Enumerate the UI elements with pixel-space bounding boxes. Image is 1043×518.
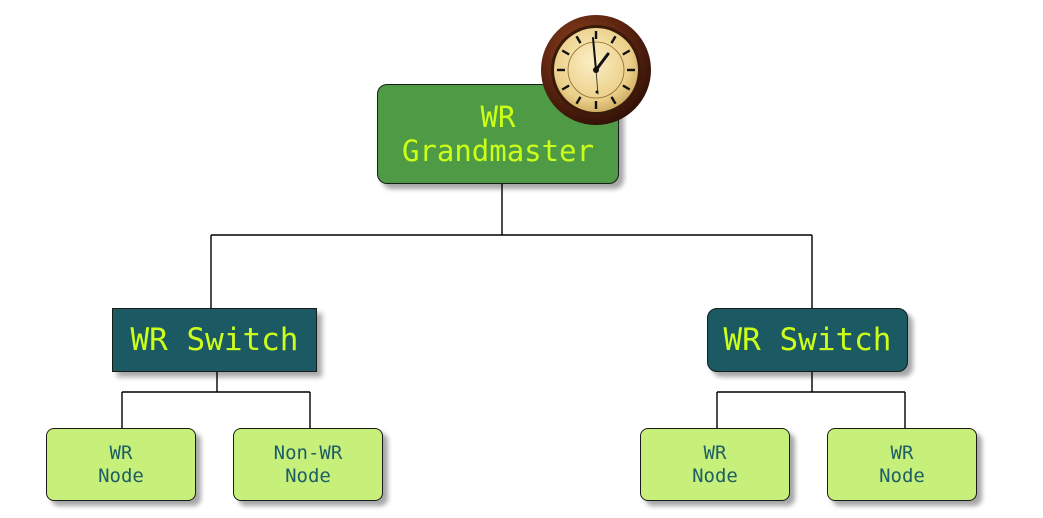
non-wr-node: Non-WR Node xyxy=(233,428,383,501)
wr-node-4: WR Node xyxy=(827,428,977,501)
switch-left-label: WR Switch xyxy=(130,321,299,358)
switch-right-label: WR Switch xyxy=(723,321,892,358)
node-3-line2: Node xyxy=(692,464,738,487)
wall-clock-icon xyxy=(541,15,651,125)
grandmaster-label-line1: WR xyxy=(480,99,516,134)
wr-switch-right: WR Switch xyxy=(707,308,908,372)
node-1-line2: Node xyxy=(98,464,144,487)
node-4-line2: Node xyxy=(879,464,925,487)
node-2-line1: Non-WR xyxy=(273,442,343,465)
node-3-line1: WR xyxy=(703,442,727,465)
node-2-line2: Node xyxy=(285,464,331,487)
node-1-line1: WR xyxy=(109,442,133,465)
grandmaster-label-line2: Grandmaster xyxy=(401,134,595,168)
wr-node-1: WR Node xyxy=(46,428,196,501)
wr-switch-left: WR Switch xyxy=(112,308,317,372)
node-4-line1: WR xyxy=(890,442,914,465)
wr-node-3: WR Node xyxy=(640,428,790,501)
grandmaster-box: WR Grandmaster xyxy=(377,84,619,184)
